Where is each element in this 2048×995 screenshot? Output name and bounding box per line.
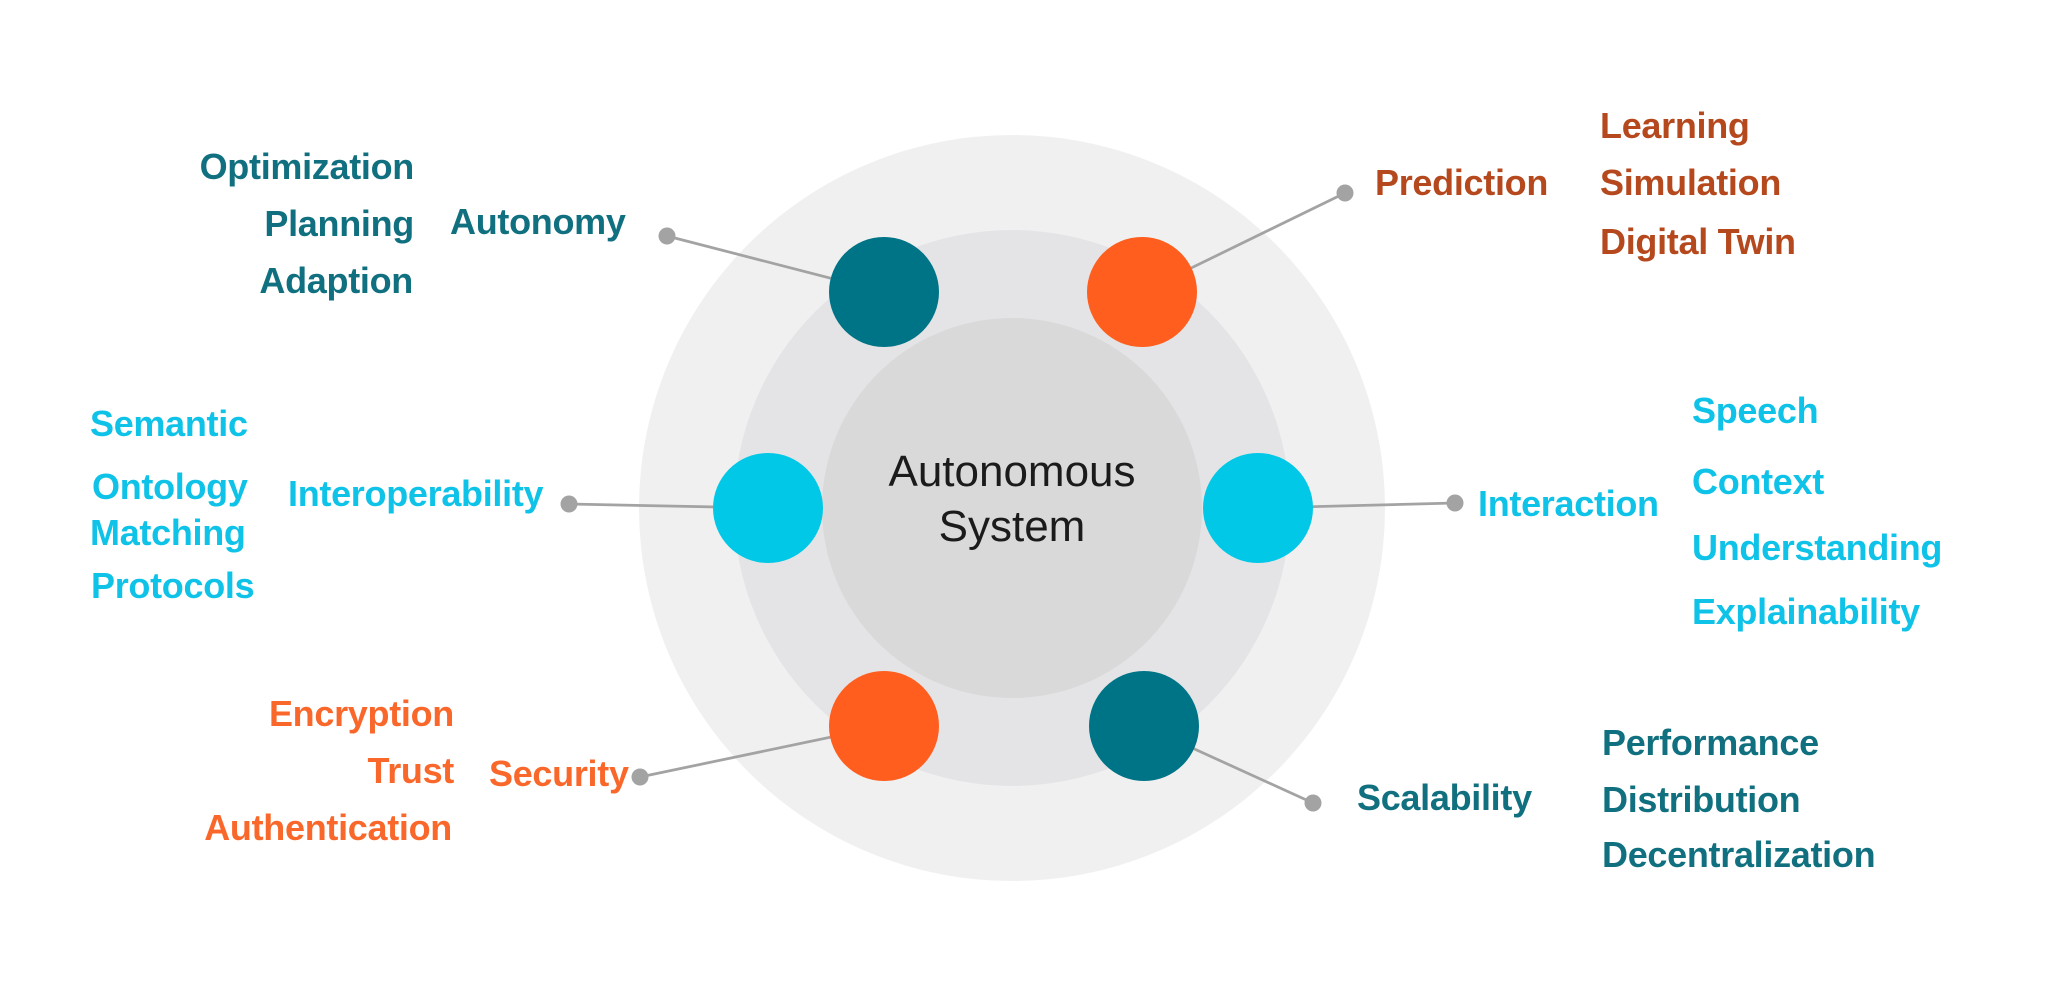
node-circle-autonomy — [829, 237, 939, 347]
node-circle-scalability — [1089, 671, 1199, 781]
node-circle-interaction — [1203, 453, 1313, 563]
node-label-prediction: Prediction — [1375, 162, 1549, 203]
node-label-autonomy: Autonomy — [450, 201, 626, 242]
center-label-line2: System — [938, 502, 1086, 551]
feature-label-interaction-0: Speech — [1692, 390, 1819, 431]
feature-label-interaction-2: Understanding — [1692, 527, 1943, 568]
feature-label-autonomy-1: Planning — [264, 203, 414, 244]
feature-label-interaction-3: Explainability — [1692, 591, 1920, 632]
feature-label-interoperability-2: Matching — [90, 512, 246, 553]
feature-label-scalability-2: Decentralization — [1602, 834, 1876, 875]
feature-label-prediction-2: Digital Twin — [1600, 221, 1796, 262]
center-label: Autonomous System — [888, 444, 1135, 554]
feature-label-prediction-0: Learning — [1600, 105, 1750, 146]
node-circle-prediction — [1087, 237, 1197, 347]
connector-dot-interoperability — [560, 495, 578, 513]
feature-label-scalability-0: Performance — [1602, 722, 1819, 763]
node-label-interaction: Interaction — [1478, 483, 1659, 524]
feature-label-interaction-1: Context — [1692, 461, 1824, 502]
center-label-line1: Autonomous — [888, 447, 1136, 496]
node-circle-interoperability — [713, 453, 823, 563]
feature-label-security-2: Authentication — [204, 807, 452, 848]
feature-label-interoperability-1: Ontology — [92, 466, 248, 507]
feature-label-security-0: Encryption — [268, 693, 454, 734]
node-label-interoperability: Interoperability — [288, 473, 544, 514]
node-label-scalability: Scalability — [1357, 777, 1532, 818]
feature-label-autonomy-2: Adaption — [259, 260, 413, 301]
feature-label-interoperability-0: Semantic — [90, 403, 248, 444]
feature-label-scalability-1: Distribution — [1602, 779, 1801, 820]
feature-label-security-1: Trust — [367, 750, 454, 791]
ring-inner — [822, 318, 1202, 698]
feature-label-prediction-1: Simulation — [1600, 162, 1782, 203]
connector-dot-autonomy — [658, 227, 676, 245]
feature-label-autonomy-0: Optimization — [199, 146, 415, 187]
node-circle-security — [829, 671, 939, 781]
feature-label-interoperability-3: Protocols — [91, 565, 255, 606]
node-label-security: Security — [489, 753, 629, 794]
connector-dot-interaction — [1446, 494, 1464, 512]
connector-dot-prediction — [1336, 184, 1354, 202]
connector-dot-security — [631, 768, 649, 786]
connector-dot-scalability — [1304, 794, 1322, 812]
